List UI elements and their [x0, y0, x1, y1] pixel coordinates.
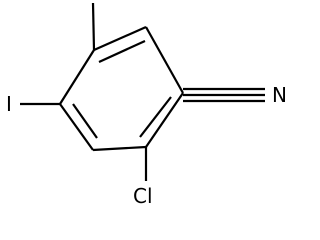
iodine-label: I: [6, 92, 12, 116]
nitrogen-label: N: [272, 83, 287, 107]
chlorine-label: Cl: [133, 184, 153, 208]
ring-double-bond-inner-3: [72, 103, 98, 139]
methyl-bond: [91, 2, 96, 51]
ring-bond-c5-c6: [59, 103, 94, 151]
ring-bond-c4-c5: [92, 145, 147, 152]
ring-bond-c3-c4: [145, 92, 184, 148]
ring-double-bond-inner-1: [98, 39, 146, 64]
ring-bond-c1-c2: [93, 25, 147, 52]
ring-bond-c2-c3: [145, 26, 184, 94]
ring-bond-c6-c1: [59, 49, 95, 105]
benzene-ring: [59, 25, 184, 152]
molecule-diagram: I Cl N: [6, 2, 287, 208]
structure-svg: I Cl N: [6, 2, 287, 208]
ring-double-bond-inner-2: [139, 96, 172, 138]
nitrile-group: [183, 87, 265, 103]
